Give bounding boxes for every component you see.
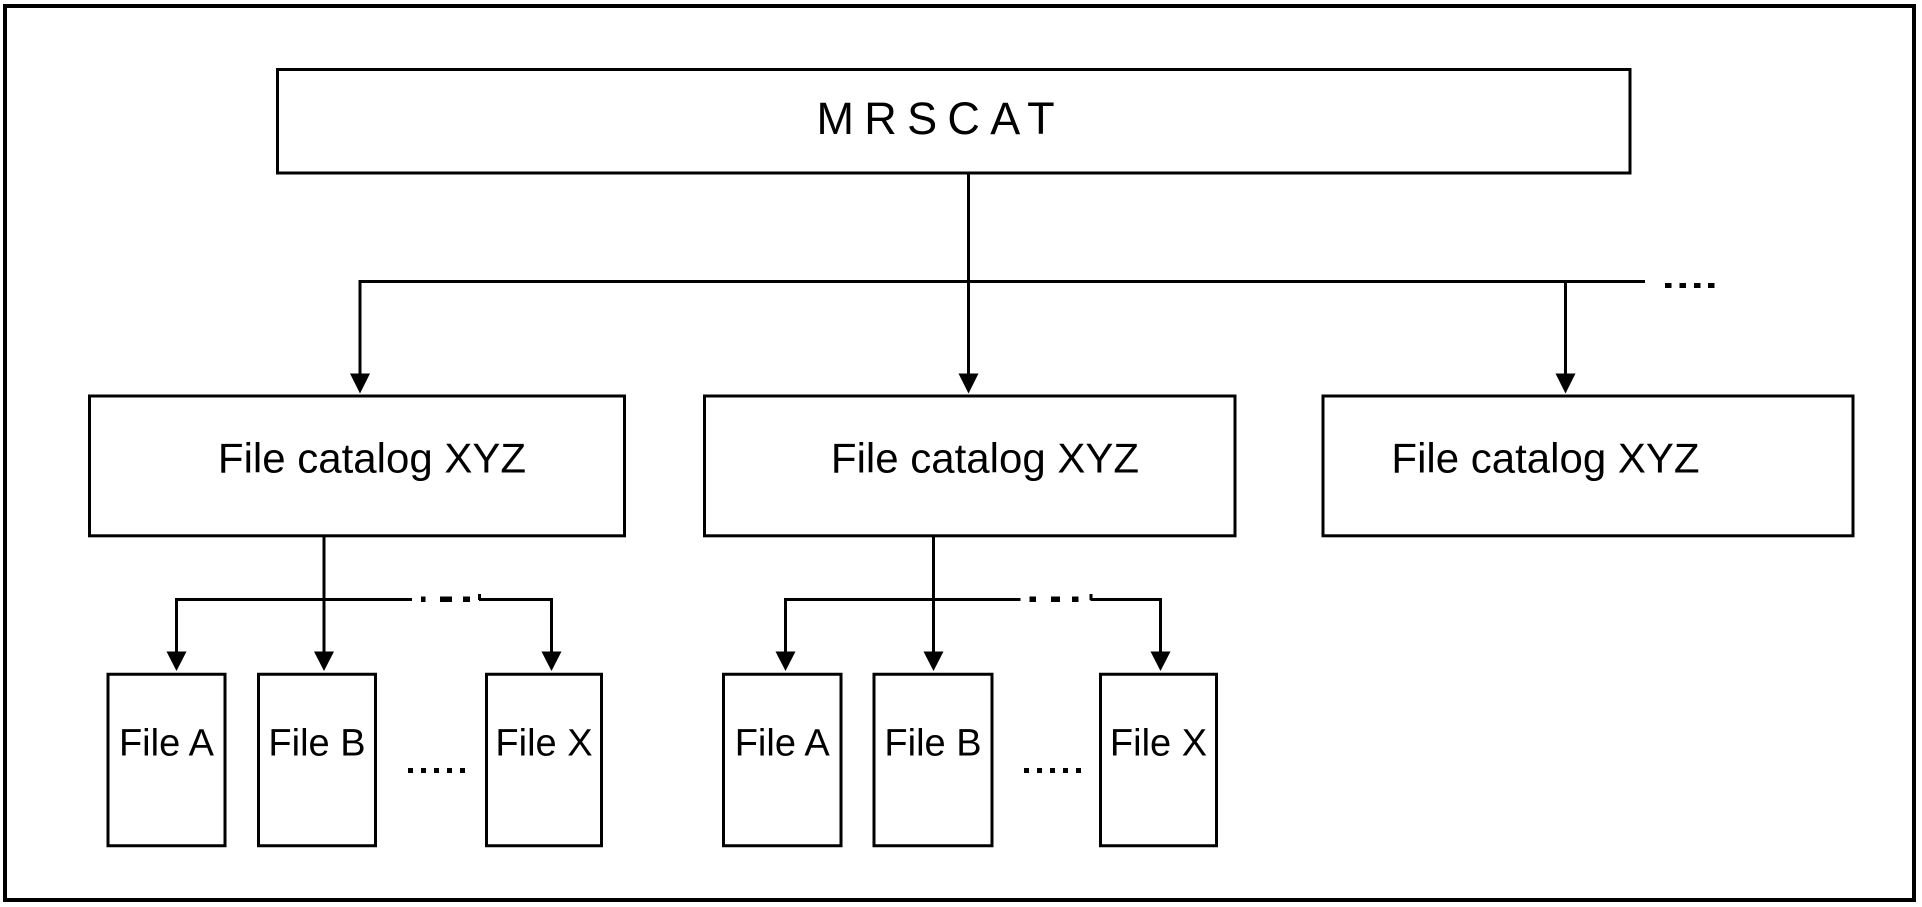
svg-text:File catalog XYZ: File catalog XYZ xyxy=(831,435,1139,482)
svg-text:File X: File X xyxy=(495,723,592,765)
svg-text:File catalog XYZ: File catalog XYZ xyxy=(218,435,526,482)
svg-text:File A: File A xyxy=(735,723,831,765)
svg-text:File B: File B xyxy=(268,723,365,765)
svg-text:File X: File X xyxy=(1110,723,1207,765)
svg-text:File catalog XYZ: File catalog XYZ xyxy=(1391,435,1699,482)
svg-text:MRSCAT: MRSCAT xyxy=(817,93,1065,144)
svg-text:File A: File A xyxy=(119,723,215,765)
svg-text:File B: File B xyxy=(884,723,981,765)
